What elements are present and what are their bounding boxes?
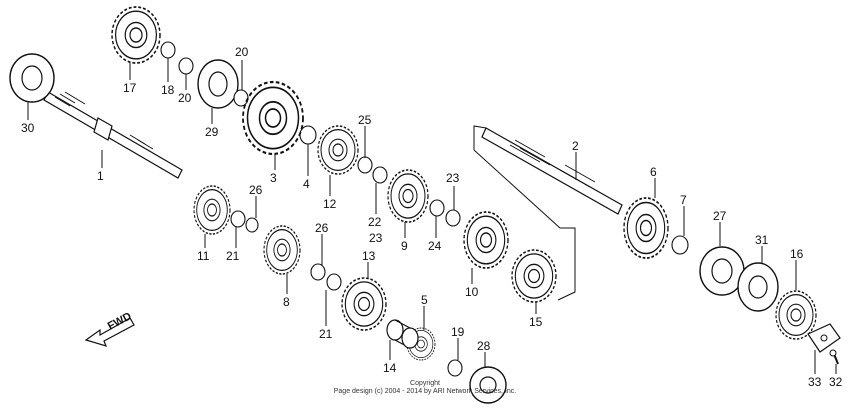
callout-29: 29 — [205, 125, 219, 139]
callout-4: 4 — [303, 177, 310, 191]
callout-26b: 26 — [315, 221, 329, 235]
callout-2: 2 — [572, 139, 579, 153]
countershaft[interactable] — [481, 127, 623, 215]
bearing-30[interactable] — [9, 53, 55, 103]
callout-14: 14 — [383, 361, 397, 375]
bolt-32[interactable] — [829, 349, 839, 365]
leader-lines — [27, 58, 837, 374]
callout-10: 10 — [465, 285, 479, 299]
gear-17[interactable] — [111, 6, 161, 64]
bushing-14[interactable] — [386, 319, 419, 349]
callout-8: 8 — [283, 295, 290, 309]
subassembly-bracket — [473, 125, 576, 301]
callout-3: 3 — [270, 171, 277, 185]
callout-5: 5 — [421, 293, 428, 307]
callout-23b: 23 — [369, 231, 383, 245]
callout-16: 16 — [790, 247, 804, 261]
gear-3[interactable] — [241, 80, 305, 156]
callout-11: 11 — [197, 249, 210, 263]
gear-13[interactable] — [341, 277, 387, 331]
copyright-label: Copyright — [410, 380, 440, 387]
callout-18: 18 — [161, 83, 175, 97]
callout-30: 30 — [21, 121, 35, 135]
gear-10[interactable] — [463, 211, 509, 269]
callout-23a: 23 — [446, 171, 460, 185]
callout-33: 33 — [808, 375, 822, 389]
bearing-27[interactable] — [699, 246, 745, 296]
callout-28: 28 — [477, 339, 491, 353]
copyright-notice: Page design (c) 2004 - 2014 by ARI Netwo… — [333, 388, 517, 395]
fixing-plate-33[interactable] — [807, 323, 841, 353]
callout-31: 31 — [755, 233, 769, 247]
callout-6: 6 — [650, 165, 657, 179]
washers — [160, 41, 689, 377]
callout-13: 13 — [362, 249, 376, 263]
fwd-arrow: FWD — [84, 310, 135, 347]
gear-6[interactable] — [623, 197, 669, 259]
callouts: 1 2 3 4 5 6 7 8 9 10 11 12 13 14 15 16 1… — [21, 45, 843, 389]
bearing-29[interactable] — [197, 59, 239, 109]
bearing-28[interactable] — [469, 366, 507, 404]
callout-15: 15 — [529, 315, 543, 329]
mainshaft[interactable] — [43, 91, 183, 179]
sprocket-16[interactable] — [775, 290, 817, 340]
callout-19: 19 — [451, 325, 465, 339]
callout-26a: 26 — [249, 183, 263, 197]
callout-17: 17 — [123, 81, 137, 95]
callout-1: 1 — [97, 169, 104, 183]
callout-21b: 21 — [319, 327, 333, 341]
gear-12[interactable] — [317, 125, 359, 175]
callout-20a: 20 — [235, 45, 249, 59]
callout-24: 24 — [428, 239, 442, 253]
callout-32: 32 — [829, 375, 843, 389]
callout-21a: 21 — [226, 249, 240, 263]
gear-11[interactable] — [193, 185, 231, 235]
gear-8[interactable] — [263, 225, 301, 275]
callout-22: 22 — [368, 215, 382, 229]
callout-27: 27 — [713, 209, 727, 223]
gear-9[interactable] — [387, 169, 429, 223]
callout-25: 25 — [358, 113, 372, 127]
gear-15[interactable] — [511, 249, 557, 303]
oil-seal-31[interactable] — [737, 262, 779, 312]
callout-9: 9 — [401, 239, 408, 253]
callout-20b: 20 — [178, 91, 192, 105]
callout-7: 7 — [680, 193, 687, 207]
callout-12: 12 — [323, 197, 337, 211]
